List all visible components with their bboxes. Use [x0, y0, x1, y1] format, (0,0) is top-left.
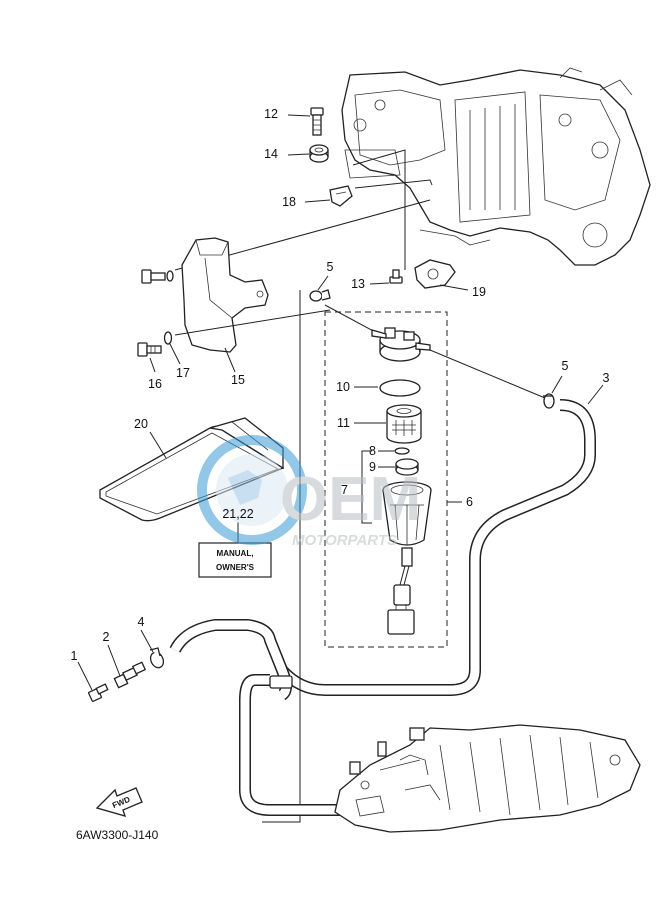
callout-7: 7: [341, 483, 348, 497]
callout-17: 17: [176, 366, 190, 380]
bolt-16: [137, 342, 162, 357]
callout-6: 6: [466, 495, 473, 509]
bracket-19: [414, 259, 456, 289]
joint-2: [113, 661, 147, 689]
bracket-7: [361, 450, 372, 524]
manual-label-line2: OWNER'S: [216, 563, 255, 572]
oem-motorparts-watermark: OEM MOTORPARTS: [197, 435, 421, 549]
callout-20: 20: [134, 417, 148, 431]
leader-5a: [317, 275, 329, 291]
callout-4: 4: [138, 615, 145, 629]
manual-label-line1: MANUAL,: [217, 549, 254, 558]
leader-3: [587, 384, 604, 405]
callout-12: 12: [264, 107, 278, 121]
plug-1: [88, 683, 109, 702]
hose-3: [277, 399, 596, 696]
owners-manual-box: [198, 542, 272, 578]
filter-bowl-7: [382, 481, 432, 635]
cover-15: [181, 237, 269, 353]
washer-17: [163, 331, 173, 345]
filter-element-11: [386, 404, 422, 444]
hose-link-right: [429, 349, 546, 399]
intake-manifold: [334, 724, 641, 833]
leader-2: [107, 644, 121, 677]
filter-assembly-box: [324, 311, 448, 648]
leader-cover: [174, 309, 331, 336]
clip-5-right: [543, 393, 555, 409]
leader-16: [149, 357, 156, 373]
ring-8: [394, 447, 410, 455]
clamp-4: [149, 647, 165, 669]
leader-4: [140, 629, 154, 653]
grommet-14: [309, 144, 329, 163]
callout-1: 1: [71, 649, 78, 663]
leader-1: [77, 661, 93, 691]
callout-18: 18: [282, 195, 296, 209]
leader-5b: [551, 375, 563, 394]
bolt-13: [389, 269, 403, 284]
leader-20: [149, 431, 167, 459]
watermark-brand: OEM: [280, 465, 421, 534]
filter-head: [371, 327, 431, 362]
callout-10: 10: [336, 380, 350, 394]
lower-hose: [169, 619, 340, 816]
bolt-12: [310, 107, 324, 136]
callout-9: 9: [369, 460, 376, 474]
float-9: [395, 458, 419, 476]
callout-15: 15: [231, 373, 245, 387]
callout-11: 11: [337, 416, 350, 430]
fwd-arrow: FWD: [95, 787, 143, 817]
callout-8: 8: [369, 444, 376, 458]
callout-13: 13: [351, 277, 365, 291]
callouts: 12 14 18 5 13 19 16 17 15 5 3 10 11 20 8…: [71, 107, 610, 663]
callout-3: 3: [603, 371, 610, 385]
engine-block: [341, 67, 651, 266]
watermark-tagline: MOTORPARTS: [292, 532, 397, 549]
bolt-16-upper: [141, 269, 174, 284]
callout-21-22: 21,22: [222, 507, 253, 521]
callout-19: 19: [472, 285, 486, 299]
clip-5-upper: [309, 289, 331, 302]
callout-5b: 5: [562, 359, 569, 373]
callout-5a: 5: [327, 260, 334, 274]
clip-18: [329, 185, 353, 207]
diagram-code: 6AW3300-J140: [76, 828, 159, 842]
callout-14: 14: [264, 147, 278, 161]
callout-16: 16: [148, 377, 162, 391]
leader-17: [169, 343, 181, 365]
o-ring-10: [379, 379, 421, 397]
callout-2: 2: [103, 630, 110, 644]
leader-15: [224, 347, 236, 373]
